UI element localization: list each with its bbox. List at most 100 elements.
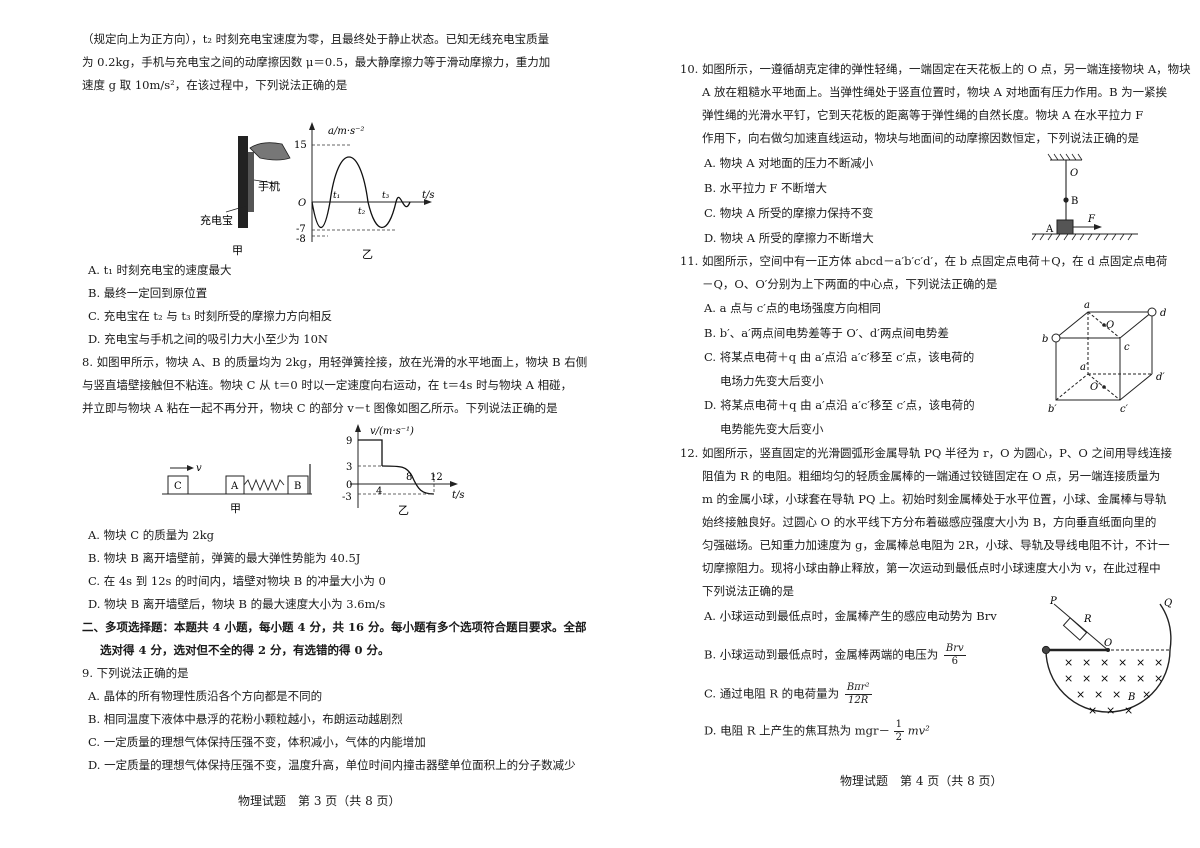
q10-option-b: B. 水平拉力 F 不断增大 (704, 181, 828, 195)
section-2-heading-2: 选对得 4 分，选对但不全的得 2 分，有选错的得 0 分。 (100, 643, 390, 657)
label-powerbank: 充电宝 (200, 213, 233, 227)
ceiling-rope-block-drawing (1031, 153, 1138, 241)
point-o-label: O (1070, 168, 1078, 179)
accel-axis-label: a/m·s⁻² (328, 126, 364, 137)
q12-line-2: 阻值为 R 的电阻。粗细均匀的轻质金属棒的一端通过铰链固定在 O 点，另一端连接… (702, 469, 1161, 483)
svg-text:×: × (1100, 672, 1109, 685)
tick-neg7: -7 (296, 224, 306, 235)
svg-text:×: × (1088, 704, 1097, 717)
q10-option-d: D. 物块 A 所受的摩擦力不断增大 (704, 231, 874, 245)
fraction-d: 1 2 (893, 719, 905, 744)
q12-figure: × × × × × × × × × × × × × × × × × × × P … (1041, 596, 1172, 717)
q11-option-d-1: D. 将某点电荷＋q 由 a′点沿 a′c′移至 c′点，该电荷的 (704, 398, 975, 412)
resistor-r-label: R (1083, 614, 1092, 625)
svg-text:×: × (1136, 672, 1145, 685)
acceleration-graph (309, 122, 432, 242)
q12-line-1: 12. 如图所示，竖直固定的光滑圆弧形金属导轨 PQ 半径为 r，O 为圆心，P… (680, 446, 1172, 460)
velocity-v-label: v (196, 463, 202, 474)
label-jia: 甲 (230, 502, 241, 515)
svg-text:×: × (1154, 656, 1163, 669)
vertex-d-prime-label: d′ (1156, 372, 1165, 383)
fraction-c-denominator: 12R (848, 695, 869, 706)
center-o-prime-label: O′ (1090, 382, 1101, 393)
rail-and-field-drawing (1041, 603, 1172, 713)
q12-option-c: C. 通过电阻 R 的电荷量为 Bπr² 12R (704, 682, 872, 707)
svg-text:×: × (1154, 672, 1163, 685)
svg-text:×: × (1106, 704, 1115, 717)
vertex-a-prime-label: a′ (1080, 362, 1089, 373)
page-footer: 物理试题 第 3 页（共 8 页） (238, 794, 401, 808)
label-yi: 乙 (398, 504, 409, 516)
vertex-a-label: a (1084, 300, 1090, 311)
tick-0: 0 (346, 480, 352, 491)
q12-line-6: 切摩擦阻力。现将小球由静止释放，第一次运动到最低点时小球速度大小为 v，在此过程… (702, 561, 1161, 575)
t1-label: t₁ (333, 191, 340, 201)
q11-option-a: A. a 点与 c′点的电场强度方向相同 (704, 301, 881, 315)
q10-line-1: 10. 如图所示，一遵循胡克定律的弹性轻绳，一端固定在天花板上的 O 点，另一端… (680, 62, 1191, 76)
svg-text:×: × (1118, 656, 1127, 669)
q11-line-2: －Q，O、O′分别为上下两面的中心点，下列说法正确的是 (702, 277, 998, 291)
svg-text:×: × (1118, 672, 1127, 685)
q12-option-d-text: D. 电阻 R 上产生的焦耳热为 mgr－ (704, 723, 891, 738)
vertex-d-label: d (1160, 308, 1166, 319)
time-axis-label: t/s (422, 190, 435, 201)
svg-text:×: × (1064, 656, 1073, 669)
q8-option-c: C. 在 4s 到 12s 的时间内，墙壁对物块 B 的冲量大小为 0 (88, 574, 386, 588)
q7-option-a: A. t₁ 时刻充电宝的速度最大 (88, 263, 232, 277)
svg-text:×: × (1082, 656, 1091, 669)
q11-option-b: B. b′、a′两点间电势差等于 O′、d′两点间电势差 (704, 326, 949, 340)
tick-t8: 8 (406, 472, 412, 483)
tick-t12: 12 (430, 472, 443, 483)
charge-minus-icon (1147, 307, 1157, 317)
q12-line-5: 匀强磁场。已知重力加速度为 g，金属棒总电阻为 2R，小球、导轨及导线电阻不计，… (702, 538, 1170, 552)
q8-option-a: A. 物块 C 的质量为 2kg (88, 528, 215, 542)
q12-option-a: A. 小球运动到最低点时，金属棒产生的感应电动势为 Brv (704, 609, 997, 623)
svg-text:×: × (1112, 688, 1121, 701)
q7-line-3: 速度 g 取 10m/s²，在该过程中，下列说法正确的是 (82, 78, 348, 92)
center-o-label: O (1106, 320, 1114, 331)
point-q-label: Q (1164, 598, 1172, 609)
vertex-c-label: c (1124, 342, 1130, 353)
page-footer: 物理试题 第 4 页（共 8 页） (840, 774, 1003, 788)
tick-neg8: -8 (296, 234, 306, 245)
q8-line-2: 与竖直墙壁接触但不粘连。物块 C 从 t＝0 时以一定速度向右运动，在 t＝4s… (82, 378, 573, 392)
q8-line-3: 并立即与物块 A 粘在一起不再分开，物块 C 的部分 v－t 图像如图乙所示。下… (82, 401, 558, 415)
q11-option-c-1: C. 将某点电荷＋q 由 a′点沿 a′c′移至 c′点，该电荷的 (704, 350, 975, 364)
right-page: 10. 如图所示，一遵循胡克定律的弹性轻绳，一端固定在天花板上的 O 点，另一端… (600, 0, 1200, 848)
fraction-d-denominator: 2 (895, 732, 903, 743)
q10-line-2: A 放在粗糙水平地面上。当弹性绳处于竖直位置时，物块 A 对地面有压力作用。B … (702, 85, 1168, 99)
q7-line-1: （规定向上为正方向），t₂ 时刻充电宝速度为零，且最终处于静止状态。已知无线充电… (82, 32, 550, 46)
q9-stem: 9. 下列说法正确的是 (82, 666, 189, 680)
q10-option-c: C. 物块 A 所受的摩擦力保持不变 (704, 206, 874, 220)
vertex-b-label: b (1042, 334, 1048, 345)
q11-option-c-2: 电场力先变大后变小 (720, 374, 824, 388)
q8-figure: C A B v 甲 v/(m·s⁻¹) t/s 9 3 0 -3 4 8 12 … (162, 424, 465, 516)
magnetic-field-crosses: × × × × × × × × × × × × × × × × × × × (1064, 656, 1163, 717)
velocity-time-graph (350, 424, 458, 508)
t3-label: t₃ (382, 191, 390, 201)
q10-line-3: 弹性绳的光滑水平钉，它到天花板的距离等于弹性绳的自然长度。物块 A 在水平拉力 … (702, 108, 1144, 122)
center-o-label: O (1104, 638, 1112, 649)
q8-line-1: 8. 如图甲所示，物块 A、B 的质量均为 2kg，用轻弹簧拴接，放在光滑的水平… (82, 355, 588, 369)
q10-option-a: A. 物块 A 对地面的压力不断减小 (704, 156, 874, 170)
q12-option-b: B. 小球运动到最低点时，金属棒两端的电压为 Brv 6 (704, 643, 966, 668)
svg-text:×: × (1142, 688, 1151, 701)
svg-text:×: × (1124, 704, 1133, 717)
fraction-b: Brv 6 (943, 643, 966, 668)
svg-text:×: × (1136, 656, 1145, 669)
left-page: （规定向上为正方向），t₂ 时刻充电宝速度为零，且最终处于静止状态。已知无线充电… (82, 32, 588, 808)
block-b-label: B (294, 481, 301, 492)
svg-text:×: × (1094, 688, 1103, 701)
q7-option-b: B. 最终一定回到原位置 (88, 286, 208, 300)
q9-option-d: D. 一定质量的理想气体保持压强不变，温度升高，单位时间内撞击器壁单位面积上的分… (88, 758, 576, 772)
q12-option-c-text: C. 通过电阻 R 的电荷量为 (704, 686, 840, 701)
q12-option-d-tail: mv² (907, 723, 930, 738)
label-yi: 乙 (362, 248, 373, 261)
tick-t4: 4 (376, 486, 382, 497)
svg-text:×: × (1082, 672, 1091, 685)
blocks-spring-drawing (162, 464, 312, 495)
q7-line-2: 为 0.2kg，手机与充电宝之间的动摩擦因数 μ＝0.5，最大静摩擦力等于滑动摩… (82, 55, 551, 69)
fraction-b-denominator: 6 (951, 656, 958, 667)
q12-line-7: 下列说法正确的是 (702, 584, 794, 598)
vertex-b-prime-label: b′ (1048, 404, 1057, 415)
